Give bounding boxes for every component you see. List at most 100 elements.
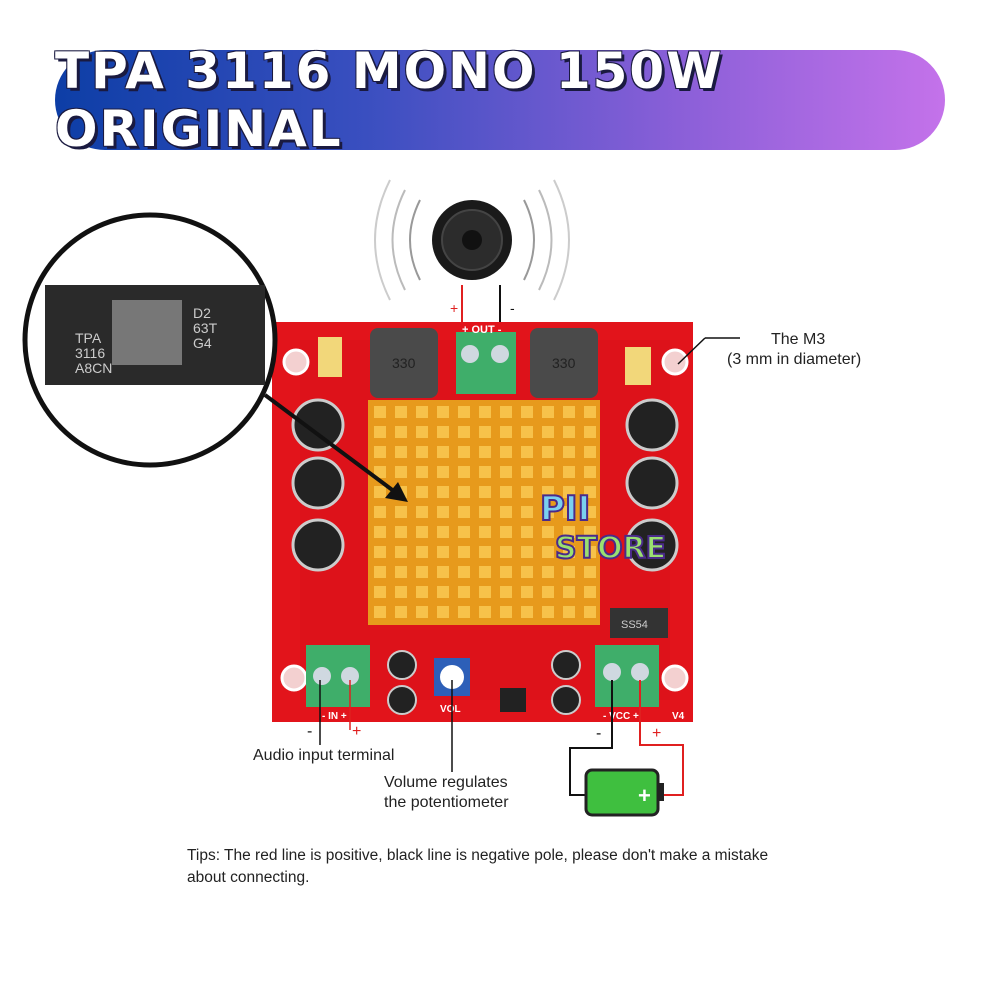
heatsink-fin [584,546,596,558]
heatsink-fin [395,446,407,458]
heatsink-fin [479,546,491,558]
heatsink-fin [563,506,575,518]
output-terminal [456,332,516,394]
heatsink-fin [458,566,470,578]
heatsink-fin [437,466,449,478]
heatsink-fin [521,466,533,478]
heatsink-fin [416,566,428,578]
heatsink-fin [584,606,596,618]
heatsink-fin [458,586,470,598]
speaker-plus: + [450,300,458,316]
heatsink-fin [458,546,470,558]
heatsink-fin [563,406,575,418]
heatsink-fin [437,426,449,438]
heatsink-fin [521,426,533,438]
mounting-hole [282,348,310,376]
heatsink-fin [584,526,596,538]
heatsink-fin [458,446,470,458]
heatsink-fin [584,426,596,438]
heatsink-fin [374,566,386,578]
svg-text:+: + [352,723,361,740]
volume-label-2: the potentiometer [384,794,509,811]
heatsink-fin [563,486,575,498]
heatsink-fin [521,606,533,618]
heatsink-fin [374,546,386,558]
heatsink-fin [521,446,533,458]
svg-text:TPA: TPA [75,330,102,346]
inductor [530,328,598,398]
heatsink-fin [437,546,449,558]
tips-line1: Tips: The red line is positive, black li… [187,847,769,864]
heatsink-fin [458,486,470,498]
svg-text:+: + [638,783,651,808]
vol-label: VOL [440,704,461,715]
heatsink-fin [563,566,575,578]
vcc-label: - VCC + [603,711,639,722]
heatsink-fin [395,406,407,418]
in-label: - IN + [322,711,347,722]
heatsink-fin [563,426,575,438]
svg-text:-: - [307,723,312,740]
heatsink-fin [395,586,407,598]
heatsink-fin [584,586,596,598]
svg-text:-: - [596,725,601,742]
heatsink-fin [395,506,407,518]
heatsink-fin [374,526,386,538]
heatsink-fin [563,586,575,598]
heatsink-fin [500,466,512,478]
heatsink-fin [500,506,512,518]
heatsink-fin [458,466,470,478]
out-label: + OUT - [462,324,502,336]
volume-label-1: Volume regulates [384,774,508,791]
heatsink-fin [437,506,449,518]
heatsink-fin [437,526,449,538]
heatsink-fin [584,566,596,578]
heatsink-fin [395,526,407,538]
svg-text:+: + [652,725,661,742]
heatsink-fin [500,566,512,578]
heatsink-fin [479,586,491,598]
heatsink-fin [521,566,533,578]
heatsink-fin [437,606,449,618]
svg-text:63T: 63T [193,320,218,336]
heatsink-fin [479,606,491,618]
heatsink-fin [479,446,491,458]
heatsink-fin [500,486,512,498]
heatsink-fin [542,446,554,458]
heatsink-fin [500,546,512,558]
heatsink-fin [374,466,386,478]
watermark-line1: PII [540,489,590,529]
heatsink-fin [479,506,491,518]
heatsink-fin [458,506,470,518]
heatsink-fin [374,426,386,438]
heatsink-fin [416,606,428,618]
mounting-hole [661,348,689,376]
m3-label: The M3 [771,331,826,348]
heatsink-fin [521,406,533,418]
heatsink-fin [416,406,428,418]
heatsink-fin [542,526,554,538]
heatsink-fin [542,606,554,618]
svg-text:330: 330 [392,355,416,371]
heatsink-fin [584,406,596,418]
amplifier-board: 330 330 + OUT - SS54 - IN + VOL - VCC + … [272,322,693,722]
heatsink-fin [437,486,449,498]
heatsink-fin [479,406,491,418]
heatsink-fin [458,606,470,618]
heatsink-fin [563,446,575,458]
speaker-minus: - [510,300,515,316]
heatsink-fin [584,506,596,518]
heatsink-fin [458,406,470,418]
pointer-arrow [263,393,397,494]
heatsink-fin [374,506,386,518]
watermark-line2: STORE [555,531,666,566]
version-label: V4 [672,711,685,722]
heatsink-fin [521,526,533,538]
heatsink-fin [563,526,575,538]
heatsink-fin [395,426,407,438]
heatsink-fin [416,486,428,498]
heatsink-fin [521,586,533,598]
heatsink-fin [395,466,407,478]
speaker-icon [374,179,570,301]
mounting-hole [280,664,308,692]
